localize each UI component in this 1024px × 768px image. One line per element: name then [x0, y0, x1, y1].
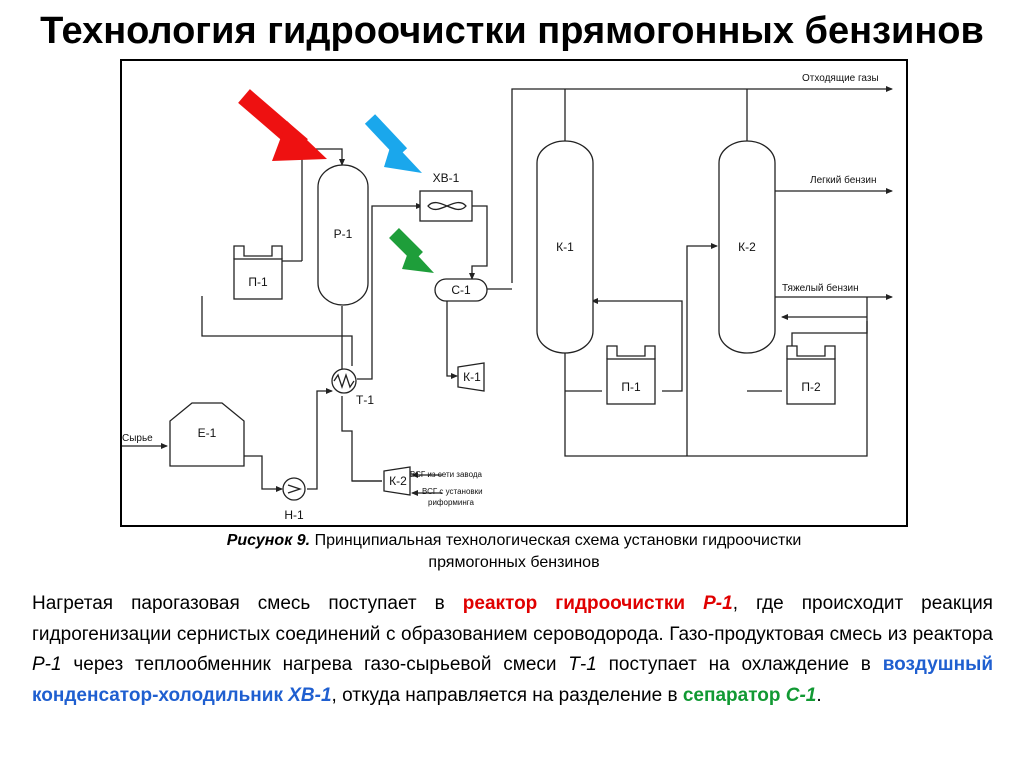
k1-to-k2-feed: [686, 243, 718, 456]
cooler-highlight: воздушный конденсатор-холодильник: [32, 654, 993, 706]
tank-e1-label: Е-1: [198, 426, 217, 440]
separator-highlight-id: С-1: [785, 684, 817, 706]
furnace-k1-label: П-1: [621, 380, 641, 394]
pump-to-exchanger: [307, 388, 333, 490]
compressor-k2: [383, 466, 411, 496]
diagram-svg: Р-1 П-1 ХВ-1 С-1 К-1 К-2 П-1 П-2 К-1 Т-1: [122, 73, 893, 522]
separator-highlight: сепаратор: [682, 684, 786, 706]
heat-exchanger-t1-label: Т-1: [356, 393, 374, 407]
furnace-p1-label: П-1: [248, 275, 268, 289]
column-k2-label: К-2: [738, 240, 756, 254]
text-segment: , где происходит реакция гидрогенизации …: [32, 593, 993, 645]
page-title: Технология гидроочистки прямогонных бенз…: [40, 10, 984, 52]
exchanger-ref: Т-1: [568, 654, 597, 675]
blue-arrow-head: [384, 141, 422, 173]
furnace-k2-body: [786, 358, 836, 405]
offgas-line: [511, 86, 893, 283]
compressor-k1: [457, 362, 485, 392]
heavy-gasoline-label: Тяжелый бензин: [782, 282, 859, 294]
furnace-k2-label: П-2: [801, 380, 821, 394]
green-arrow-head: [402, 247, 434, 273]
air-cooler-xb1-label: ХВ-1: [433, 171, 460, 185]
pump-impeller-icon: [287, 484, 303, 494]
blue-arrow-icon: [364, 114, 422, 173]
reactor-feed-line: [301, 148, 345, 261]
tank-to-pump: [242, 455, 283, 492]
green-arrow-icon: [389, 228, 434, 273]
description-paragraph: Нагретая парогазовая смесь поступает в р…: [32, 589, 993, 711]
exchanger-to-cooler: [357, 203, 423, 380]
pump-h1: [282, 477, 306, 501]
red-arrow-icon: [238, 89, 327, 161]
red-arrow-head: [272, 121, 327, 161]
cooler-highlight-id: ХВ-1: [288, 684, 332, 706]
column-k1-label: К-1: [556, 240, 574, 254]
reactor-r1: [317, 164, 369, 306]
text-segment: Нагретая парогазовая смесь поступает в: [32, 593, 463, 614]
separator-c1: [434, 278, 488, 302]
separator-c1-label: С-1: [451, 283, 471, 297]
feed-label: Сырье: [122, 433, 153, 444]
column-k1: [536, 140, 594, 354]
text-segment: через теплообменник нагрева газо-сырьево…: [61, 654, 569, 675]
process-flow-diagram: Р-1 П-1 ХВ-1 С-1 К-1 К-2 П-1 П-2 К-1 Т-1: [120, 59, 908, 527]
exchanger-coil-icon: [333, 372, 355, 390]
tank-e1: [169, 402, 245, 467]
k1-reboiler-loop: [565, 301, 683, 392]
hydrogen-line: [341, 396, 382, 482]
compressor-k1-label: К-1: [463, 370, 481, 384]
hydrogen-plant-label: ВСГ из сети завода: [410, 470, 483, 479]
reactor-highlight-id: Р-1: [703, 593, 733, 614]
reactor-highlight: реактор гидроочистки: [462, 593, 704, 614]
furnace-k1-body: [606, 358, 656, 405]
compressor-k2-label: К-2: [389, 474, 407, 488]
k1-bottom-to-k2: [564, 321, 868, 457]
text-segment: .: [816, 684, 822, 706]
caption-text-line1: Принципиальная технологическая схема уст…: [314, 532, 802, 549]
text-segment: поступает на охлаждение в: [596, 654, 883, 675]
reactor-r1-label: Р-1: [334, 227, 353, 241]
offgas-label: Отходящие газы: [802, 73, 879, 84]
separator-to-compressor: [446, 299, 458, 379]
light-gasoline-label: Легкий бензин: [810, 174, 877, 186]
cooler-to-separator: [469, 205, 488, 280]
hydrogen-reforming-label-2: риформинга: [428, 498, 475, 507]
column-k2: [718, 140, 776, 354]
figure-caption: Рисунок 9. Принципиальная технологическа…: [120, 530, 908, 574]
caption-text-line2: прямогонных бензинов: [428, 554, 600, 571]
fan-icon: [427, 201, 467, 211]
pump-h1-label: Н-1: [284, 508, 304, 522]
caption-label: Рисунок 9.: [226, 532, 311, 549]
furnace-p1-body: [233, 258, 283, 300]
text-segment: , откуда направляется на разделение в: [331, 684, 683, 706]
hydrogen-reforming-label-1: ВСГ с установки: [422, 487, 483, 496]
reactor-ref: Р-1: [32, 654, 62, 675]
